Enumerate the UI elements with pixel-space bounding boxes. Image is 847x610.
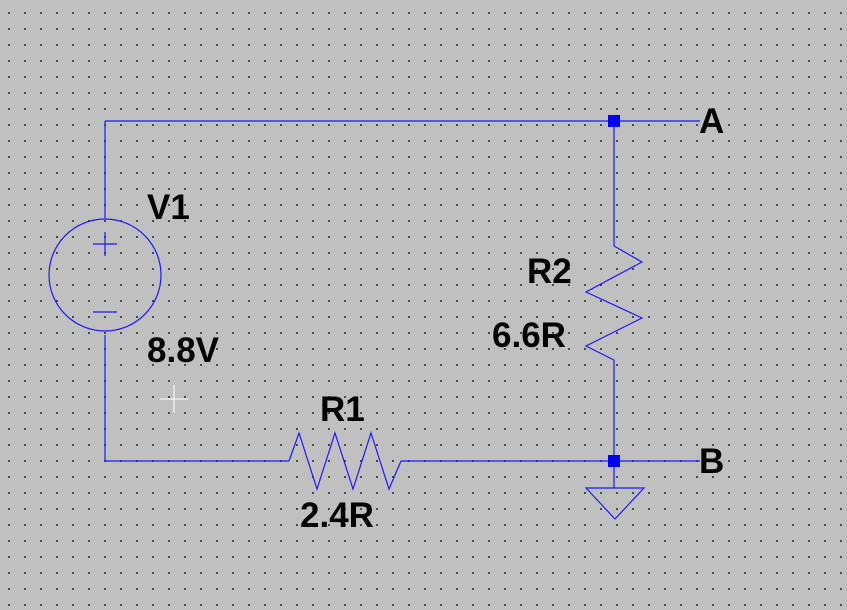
wire-left-lower[interactable] xyxy=(104,335,289,462)
r1-name-label[interactable]: R1 xyxy=(320,390,365,429)
node-label-b[interactable]: B xyxy=(699,442,725,481)
junction-node-a[interactable] xyxy=(608,115,620,127)
node-label-a[interactable]: A xyxy=(699,102,725,141)
r2-value-label[interactable]: 6.6R xyxy=(492,316,566,355)
crosshair-cursor-icon xyxy=(160,385,188,413)
voltage-source-v1[interactable] xyxy=(48,218,162,332)
v1-value-label[interactable]: 8.8V xyxy=(147,331,219,370)
ground-icon[interactable] xyxy=(584,487,646,520)
r2-name-label[interactable]: R2 xyxy=(527,252,572,291)
voltage-source-circle xyxy=(48,218,162,332)
r1-value-label[interactable]: 2.4R xyxy=(300,496,374,535)
resistor-r1[interactable] xyxy=(288,431,402,491)
plus-sign-icon xyxy=(93,232,117,256)
v1-name-label[interactable]: V1 xyxy=(147,188,190,227)
resistor-r2[interactable] xyxy=(584,245,644,361)
junction-node-b[interactable] xyxy=(608,455,620,467)
